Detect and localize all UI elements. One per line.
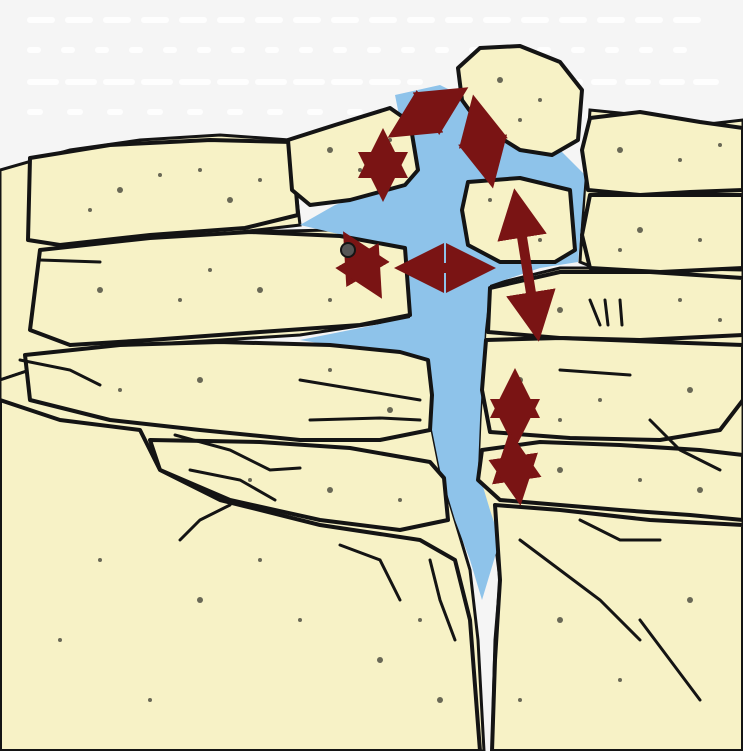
pebble [341,243,355,257]
rock-block [492,505,743,751]
rock-block [582,112,743,195]
rock-block [482,338,743,440]
rock-block [582,195,743,272]
expansion-arrow [513,455,517,482]
rock-blocks [0,46,743,751]
